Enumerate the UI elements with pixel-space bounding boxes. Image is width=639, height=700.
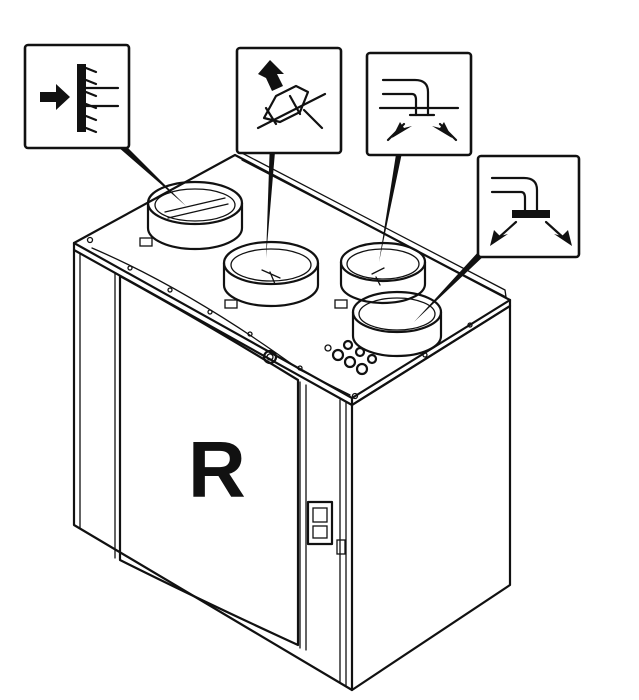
door-top-trim	[91, 247, 351, 396]
symbol-extract-air	[235, 46, 343, 155]
symbol-outdoor-air	[365, 51, 473, 157]
duct-spigot-supply	[146, 180, 244, 251]
supply-air-filter-icon	[40, 64, 120, 134]
symbol-supply-air	[23, 43, 131, 150]
exhaust-air-outlet-icon	[490, 176, 572, 246]
control-panel	[306, 500, 346, 555]
door-latch	[262, 349, 278, 365]
outdoor-air-intake-icon	[378, 78, 460, 142]
electrical-connectors	[324, 339, 378, 376]
cabinet-top-rim	[72, 241, 512, 407]
side-panel-edge	[339, 399, 347, 687]
cabinet-right-face	[350, 304, 512, 692]
unit-variant-label: R	[188, 425, 246, 514]
cabinet-top	[72, 153, 512, 400]
left-bevel	[79, 252, 116, 559]
cabinet-left-face	[72, 248, 354, 692]
extract-air-icon	[256, 60, 327, 130]
duct-spigot-extract	[222, 240, 320, 308]
callout-leaders	[110, 140, 488, 322]
top-screws	[86, 236, 473, 400]
top-rail	[239, 151, 507, 298]
front-door	[118, 274, 300, 647]
symbol-exhaust-air	[476, 154, 581, 259]
door-latch-inner	[266, 353, 274, 361]
door-edge-inner	[299, 381, 307, 651]
cabinet	[72, 151, 512, 692]
duct-spigot-exhaust	[351, 290, 443, 358]
duct-labels	[139, 237, 348, 309]
